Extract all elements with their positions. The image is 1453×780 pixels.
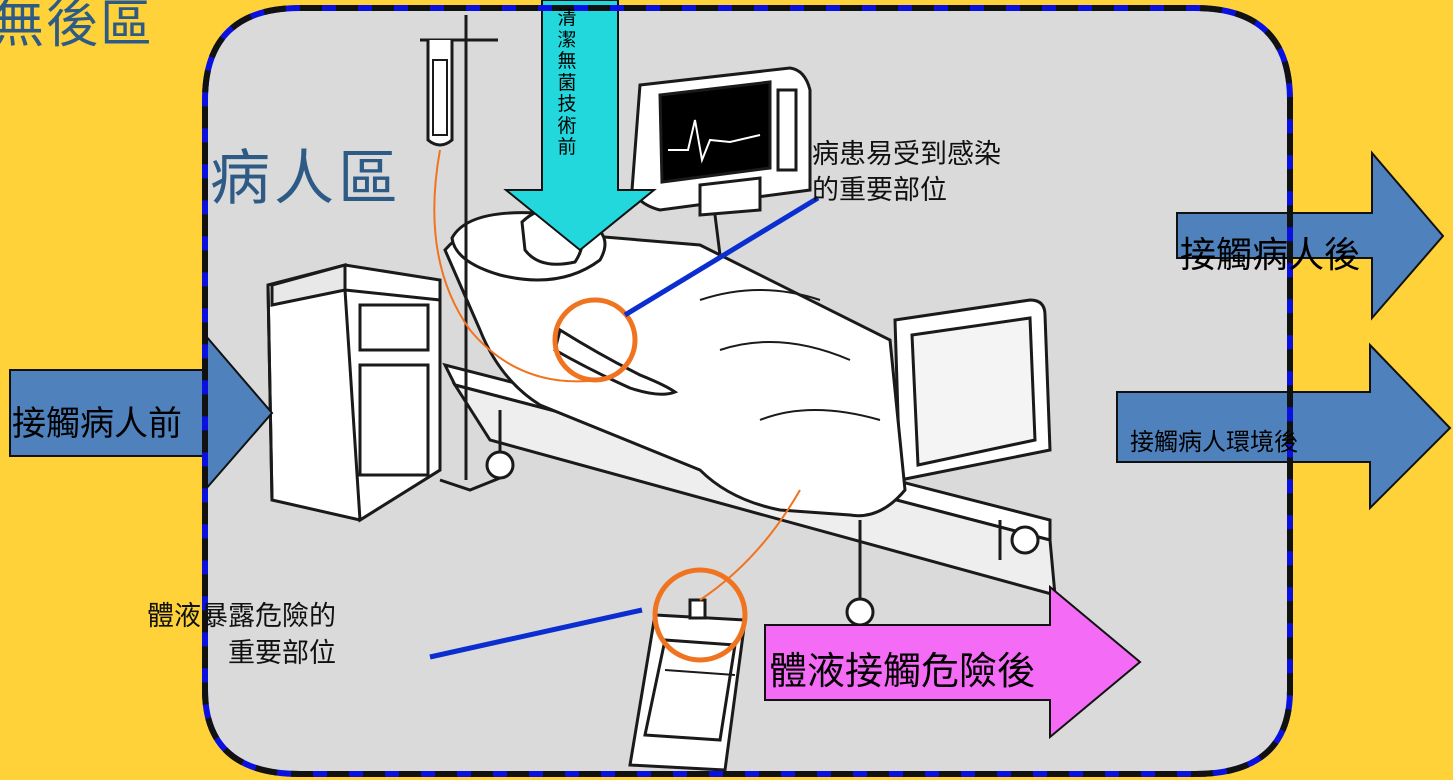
infection-callout-line2: 的重要部位 [812,175,947,206]
fluid-site-circle [652,567,748,663]
monitor [630,66,812,256]
after-body-fluid-label: 體液接觸危險後 [769,649,1036,693]
arrow-after-body-fluid [764,584,1142,740]
callout-line-infection [623,195,820,318]
fluid-site-callout: 體液暴露危險的 重要部位 [147,598,336,672]
drainage-bag [628,489,801,772]
infection-site-circle [552,297,638,383]
patient-zone-title: 病人區 [210,144,402,214]
arrow-before-aseptic [503,0,657,252]
after-environment-label: 接觸病人環境後 [1130,428,1298,456]
arrow-after-environment [1116,342,1452,511]
after-patient-label: 接觸病人後 [1180,235,1361,276]
infection-site-callout: 病患易受到感染 的重要部位 [812,137,1001,209]
callout-line-fluid [429,607,643,660]
infection-callout-line1: 病患易受到感染 [812,139,1001,170]
bedside-cabinet [266,263,442,523]
before-aseptic-label: 清潔無菌技術前 [557,7,577,158]
fluid-callout-line1: 體液暴露危險的 [147,601,336,632]
corner-zone-title: 無後區 [0,0,155,55]
before-patient-label: 接觸病人前 [12,404,182,444]
arrow-after-patient [1176,150,1445,321]
fluid-callout-line2: 重要部位 [228,638,336,669]
iv-pole [420,15,601,492]
